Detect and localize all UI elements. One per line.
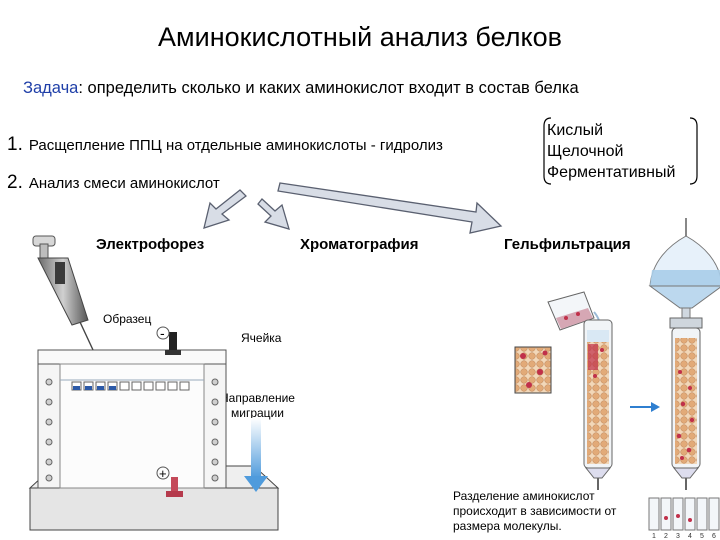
plus-circle [156, 466, 170, 480]
bracket-left [543, 117, 552, 185]
loaded-samples [73, 386, 116, 390]
minus-circle [156, 326, 170, 340]
page-title: Аминокислотный анализ белков [158, 22, 562, 52]
hydrolysis-types: Кислый Щелочной Ферментативный [547, 120, 675, 183]
method-electrophoresis: Электрофорез [96, 236, 205, 253]
gel-note: Разделение аминокислот происходит в зави… [453, 489, 617, 533]
arrow-to-chromatography [257, 198, 290, 230]
step-1: 1. Расщепление ППЦ на отдельные аминокисл… [7, 134, 443, 156]
method-chromatography: Хроматография [300, 236, 419, 253]
task-line: Задача: определить сколько и каких амино… [23, 79, 579, 98]
tube-numbers: 1 2 3 4 5 6 [652, 533, 716, 540]
tube-number-4: 4 [688, 533, 692, 540]
cell-label: Ячейка [241, 331, 282, 345]
bracket-right [689, 117, 698, 185]
tube-number-5: 5 [700, 533, 704, 540]
funnel-icon [648, 218, 720, 319]
bead-inset [514, 346, 552, 394]
progress-arrow-icon [630, 402, 660, 412]
plus-sign: + [159, 466, 167, 481]
hydrolysis-acid: Кислый [547, 122, 604, 139]
column-right [669, 317, 703, 490]
chamber-holes [45, 378, 219, 482]
minus-sign: - [160, 325, 165, 341]
electrophoresis-chamber [28, 332, 280, 531]
tube-number-3: 3 [676, 533, 680, 540]
arrow-to-gel-filtration [277, 182, 503, 234]
hydrolysis-alkaline: Щелочной [547, 143, 624, 160]
electrode-positive [166, 477, 183, 497]
migration-arrow-icon [244, 418, 268, 492]
direction-label-1: Направление [220, 391, 295, 405]
task-label: Задача [23, 79, 79, 97]
tube-number-6: 6 [712, 533, 716, 540]
step-2: 2. Анализ смеси аминокислот [7, 172, 220, 194]
step-2-text: Анализ смеси аминокислот [28, 175, 220, 192]
step-1-text: Расщепление ППЦ на отдельные аминокислот… [28, 137, 443, 154]
step-1-number: 1. [7, 134, 23, 155]
method-gel-filtration: Гельфильтрация [504, 236, 631, 253]
column-left [583, 319, 613, 490]
tube-number-1: 1 [652, 533, 656, 540]
hydrolysis-enzymatic: Ферментативный [547, 164, 676, 181]
task-text: : определить сколько и каких аминокислот… [78, 79, 579, 97]
tube-number-2: 2 [664, 533, 668, 540]
step-2-number: 2. [7, 172, 23, 193]
collection-tubes [648, 497, 720, 531]
direction-label-2: миграции [231, 406, 284, 420]
sample-label: Образец [103, 312, 152, 326]
arrow-to-electrophoresis [203, 189, 247, 229]
tube-contents [664, 514, 692, 522]
electrode-negative [165, 332, 181, 355]
